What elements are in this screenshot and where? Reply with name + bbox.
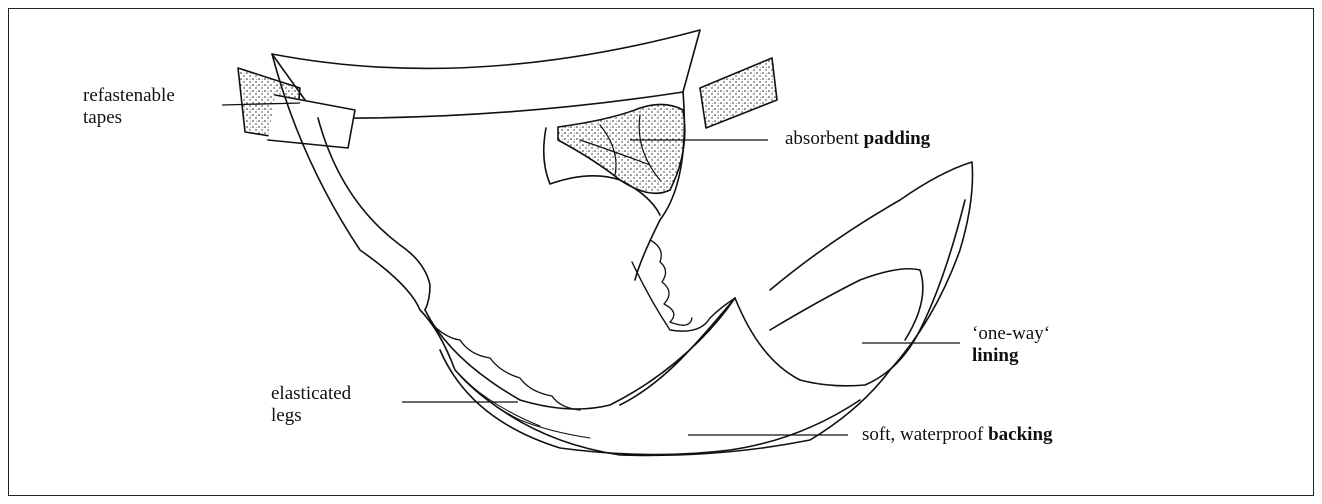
label-elasticated-legs: elasticated legs: [271, 383, 351, 427]
elastic-gathers-right: [650, 240, 692, 325]
right-tape: [700, 58, 777, 128]
elastic-gathers-left: [430, 322, 580, 410]
lining-sheet: [735, 200, 965, 386]
label-refastenable-tapes: refastenable tapes: [83, 85, 175, 129]
waistband-panel: [272, 30, 700, 118]
label-one-way-lining: ‘one-way‘ lining: [972, 323, 1050, 367]
label-absorbent-padding: absorbent padding: [785, 128, 930, 150]
label-waterproof-backing: soft, waterproof backing: [862, 424, 1053, 446]
